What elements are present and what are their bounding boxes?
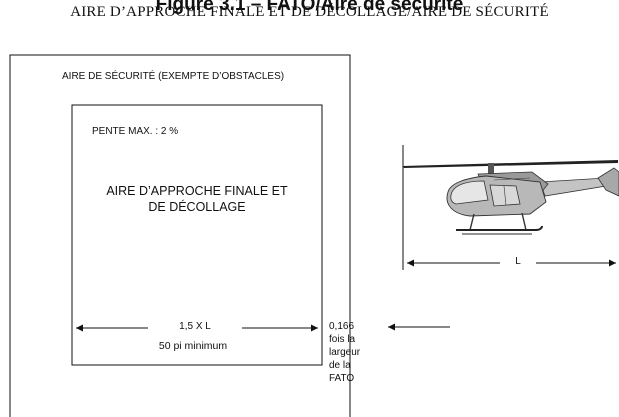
safety-area-label: AIRE DE SÉCURITÉ (EXEMPTE D’OBSTACLES)	[62, 71, 285, 82]
fato-name-line-1: AIRE D’APPROCHE FINALE ET	[106, 184, 288, 198]
fato-dimension-minimum: 50 pi minimum	[158, 340, 228, 352]
margin-note-line-4: de la	[329, 360, 351, 371]
margin-note-line-2: fois la	[329, 334, 356, 345]
margin-note-line-3: largeur	[329, 347, 361, 358]
margin-note-line-5: FATO	[329, 373, 355, 384]
helicopter-illustration	[403, 160, 619, 235]
fato-name-line-2: DE DÉCOLLAGE	[148, 200, 246, 214]
safety-area-boundary	[9, 54, 351, 417]
margin-note-line-1: 0,166	[329, 321, 355, 332]
figure-title: Figure 3.1 – FATO/Aire de sécurité	[155, 0, 464, 15]
fato-dimension-label: 1,5 X L	[179, 321, 211, 332]
figure-subtitle: AIRE D’APPROCHE FINALE ET DE DÉCOLLAGE/A…	[70, 4, 549, 20]
fato-boundary	[71, 104, 323, 366]
slope-label: PENTE MAX. : 2 %	[92, 126, 179, 137]
helicopter-length-label: L	[515, 256, 521, 267]
